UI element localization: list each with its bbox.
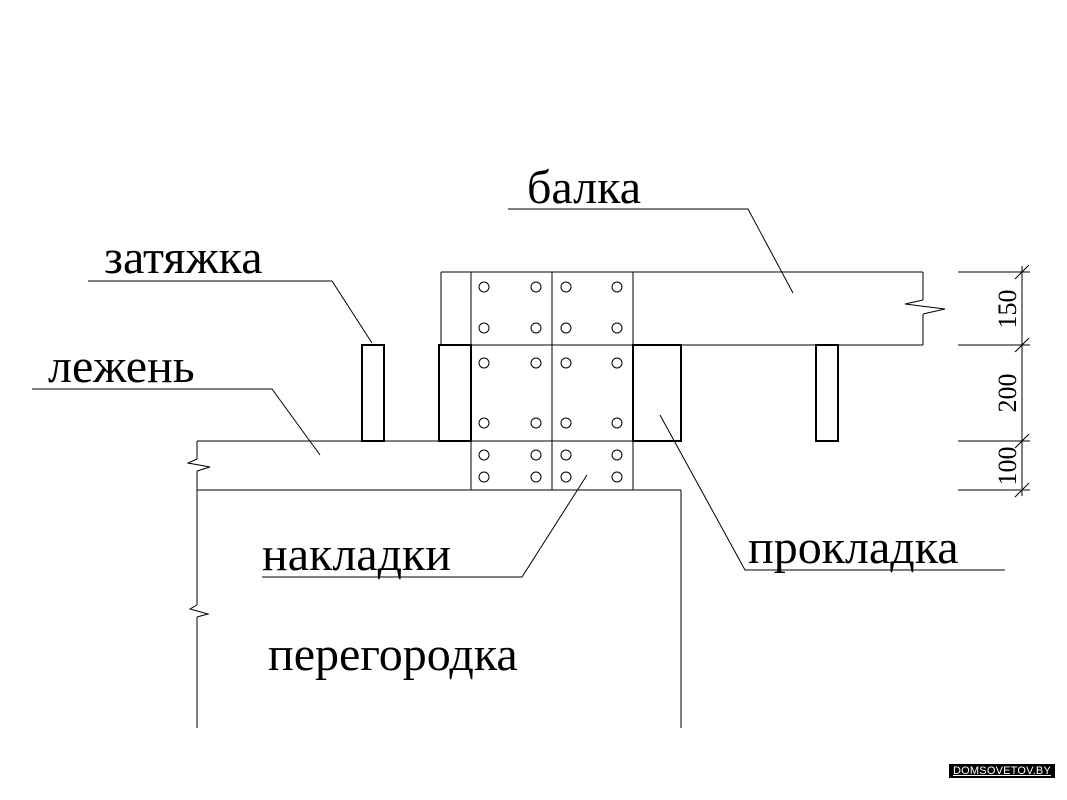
dimension-100: 100 [993, 447, 1022, 486]
leader-balka [508, 208, 794, 294]
spacer-right [632, 344, 682, 442]
leader-lines [32, 208, 1005, 578]
overlay-plates [470, 271, 634, 491]
watermark[interactable]: DOMSOVETOV.BY [949, 764, 1055, 778]
label-prokladka: прокладка [748, 521, 959, 574]
label-zatyazhka: затяжка [104, 231, 263, 284]
label-lezhen: лежень [48, 340, 195, 393]
leader-prokladka [659, 414, 1005, 571]
tie-rod-left [361, 344, 385, 442]
spacer-left [438, 344, 472, 442]
label-nakladki: накладки [262, 528, 451, 581]
upper-beam [440, 271, 946, 346]
leader-zatyazhka [88, 280, 373, 344]
leader-lezhen [32, 388, 321, 456]
dimension-150: 150 [993, 290, 1022, 329]
tie-rod-right [815, 344, 839, 442]
leader-nakladki [262, 474, 588, 578]
sill-beam [186, 440, 681, 491]
label-balka: балка [527, 161, 641, 214]
label-peregorodka: перегородка [268, 628, 518, 681]
dimension-line [958, 264, 1030, 498]
dimension-200: 200 [993, 374, 1022, 413]
bolt-holes [478, 281, 623, 483]
spacers [438, 344, 682, 442]
tie-rods [361, 344, 839, 442]
partition-wall [188, 490, 682, 728]
